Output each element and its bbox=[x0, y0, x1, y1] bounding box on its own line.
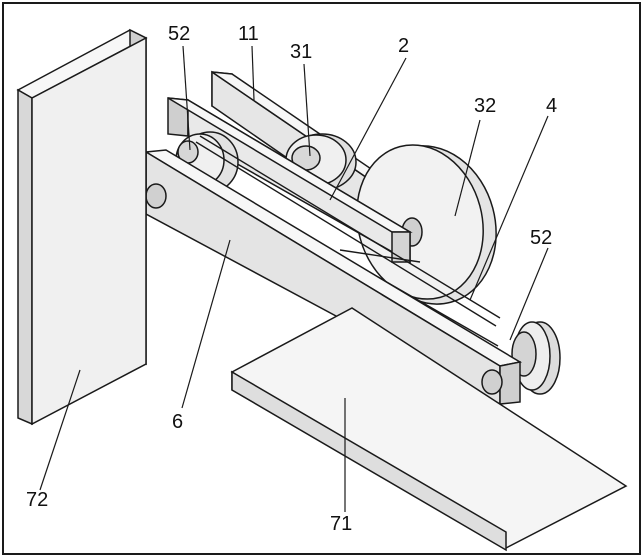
platform-71 bbox=[230, 307, 628, 552]
label-2: 2 bbox=[398, 35, 409, 57]
label-4: 4 bbox=[546, 95, 557, 117]
label-31: 31 bbox=[290, 41, 312, 63]
label-52-upper: 52 bbox=[168, 23, 190, 45]
label-71: 71 bbox=[330, 513, 352, 535]
vertical-plate-72 bbox=[16, 28, 148, 426]
label-11: 11 bbox=[238, 23, 259, 45]
leader-lines bbox=[39, 45, 549, 512]
label-6: 6 bbox=[172, 411, 183, 433]
label-52-lower: 52 bbox=[530, 227, 552, 249]
label-32: 32 bbox=[474, 95, 496, 117]
label-72: 72 bbox=[26, 489, 48, 511]
